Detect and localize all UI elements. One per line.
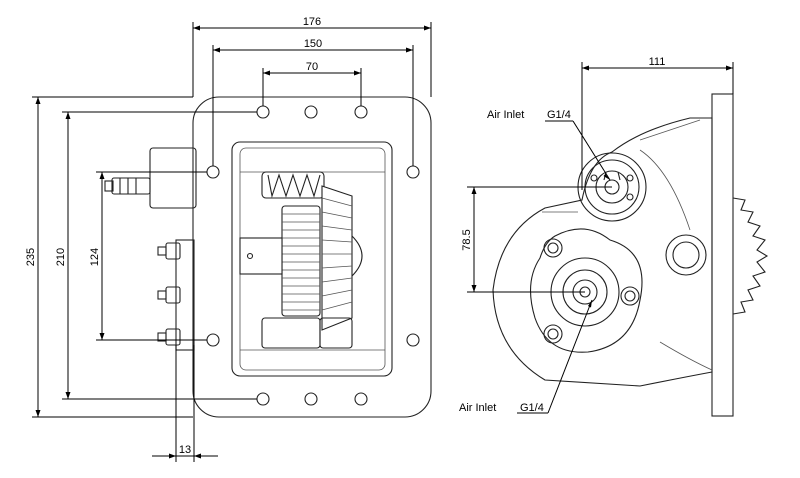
mounting-holes (206, 105, 420, 406)
dim-78-5-label: 78.5 (461, 229, 473, 250)
dim-150-label: 150 (304, 38, 322, 50)
dim-111-label: 111 (649, 56, 666, 68)
dim-13-label: 13 (179, 444, 191, 456)
air-inlet-bottom-label: Air Inlet (459, 402, 496, 414)
body-detail-lines (542, 119, 713, 371)
flange-opening (231, 141, 393, 377)
output-gear (732, 197, 769, 315)
dim-124-label: 124 (89, 248, 101, 266)
side-boss (665, 234, 707, 276)
lower-air-valve (530, 228, 643, 353)
dim-70-label: 70 (306, 61, 318, 73)
mounting-flange (192, 96, 432, 418)
air-inlet-top-label: Air Inlet (487, 109, 524, 121)
front-view: 176 150 70 235 210 124 13 (25, 16, 432, 462)
dim-235-label: 235 (25, 248, 37, 266)
dim-176-label: 176 (303, 16, 321, 28)
front-view-dimensions (32, 22, 432, 462)
front-view-arrowheads (35, 25, 431, 459)
dim-210-label: 210 (55, 248, 67, 266)
internal-gear-assembly (239, 147, 386, 371)
side-air-fittings (104, 147, 197, 351)
pump-body (492, 117, 713, 387)
side-view-arrowheads (471, 65, 733, 308)
side-view: 111 78.5 Air Inlet G1/4 Air Inlet G1/4 (459, 56, 769, 417)
thread-bottom-label: G1/4 (520, 402, 544, 414)
side-view-dimensions (467, 62, 734, 414)
thread-top-label: G1/4 (547, 109, 571, 121)
mounting-plate (711, 93, 734, 417)
